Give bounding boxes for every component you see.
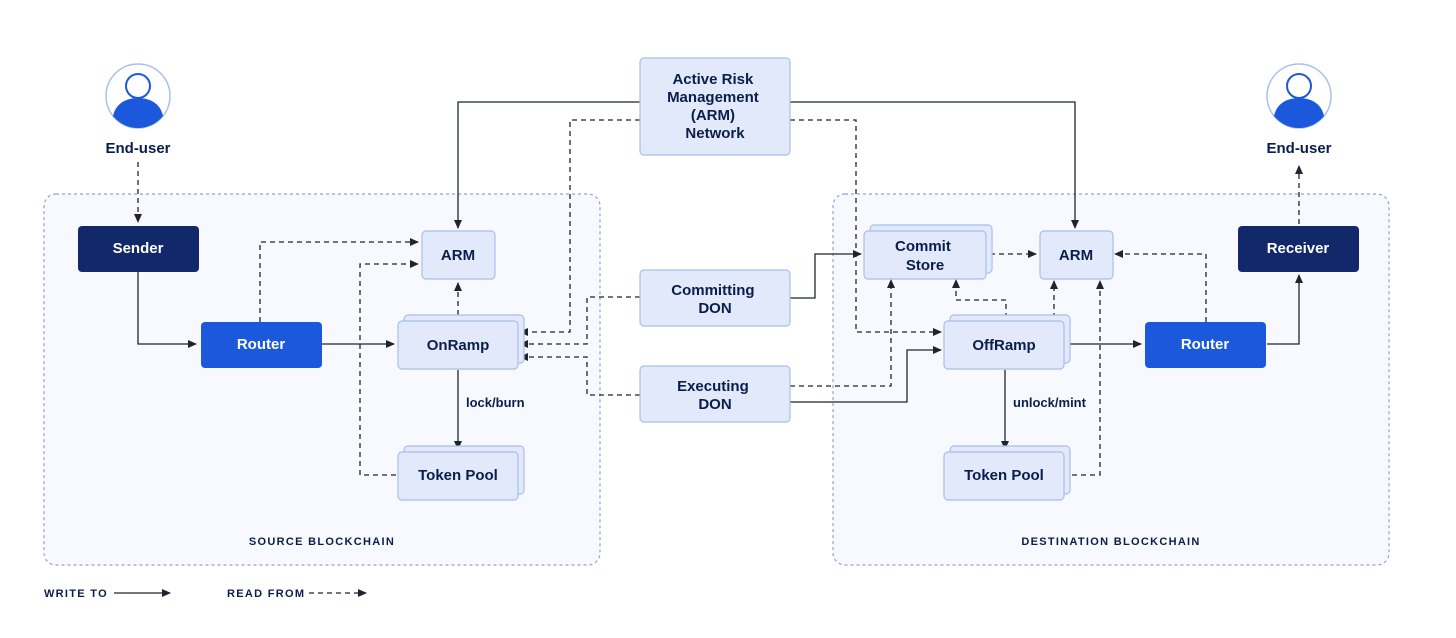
tokenpool-read-arm-arrow	[359, 260, 419, 476]
user-avatar-icon	[105, 63, 171, 129]
source-router-box: Router	[201, 322, 322, 368]
onramp-box: OnRamp	[397, 314, 525, 370]
executing-read-onramp-arrow	[519, 353, 640, 396]
receiver-label: Receiver	[1267, 240, 1330, 257]
committing-don-label: Committing DON	[671, 282, 759, 317]
executing-don-label: Executing DON	[677, 378, 753, 413]
left-end-user-label: End-user	[105, 140, 170, 157]
dest-router-box: Router	[1145, 322, 1266, 368]
dest-token-pool-label: Token Pool	[964, 467, 1044, 484]
sender-label: Sender	[113, 240, 164, 257]
armnet-read-offramp-arrow	[790, 119, 942, 336]
source-blockchain-label: SOURCE BLOCKCHAIN	[249, 536, 395, 548]
executing-read-commitstore-arrow	[790, 279, 895, 387]
source-token-pool-box: Token Pool	[397, 445, 525, 501]
dest-router-label: Router	[1181, 336, 1229, 353]
commit-store-label: Commit Store	[895, 238, 955, 274]
commit-store-box: Commit Store	[863, 224, 993, 280]
user-avatar-icon	[1266, 63, 1332, 129]
right-end-user-label: End-user	[1266, 140, 1331, 157]
dest-tokenpool-read-arm-arrow	[1072, 280, 1104, 476]
armnet-to-dest-arm-arrow	[790, 101, 1079, 229]
source-router-label: Router	[237, 336, 285, 353]
armnet-to-source-arm-arrow	[454, 101, 640, 229]
offramp-box: OffRamp	[943, 314, 1071, 370]
destination-blockchain-label: DESTINATION BLOCKCHAIN	[1021, 536, 1200, 548]
offramp-read-commitstore-arrow	[952, 279, 1007, 318]
router-to-receiver-arrow	[1267, 274, 1303, 345]
receiver-box: Receiver	[1238, 226, 1359, 272]
legend-read-from-label: READ FROM	[227, 588, 305, 600]
committing-don-box: Committing DON	[639, 269, 791, 327]
dest-token-pool-box: Token Pool	[943, 445, 1071, 501]
executing-don-box: Executing DON	[639, 365, 791, 423]
committing-read-onramp-arrow	[519, 296, 640, 348]
lock-burn-label: lock/burn	[466, 395, 525, 410]
right-end-user: End-user	[1266, 63, 1332, 157]
source-token-pool-label: Token Pool	[418, 467, 498, 484]
sender-box: Sender	[78, 226, 199, 272]
dest-arm-label: ARM	[1059, 247, 1093, 264]
arm-network-box: Active Risk Management (ARM) Network	[639, 57, 791, 156]
arm-network-label: Active Risk Management (ARM) Network	[667, 71, 763, 142]
legend: WRITE TO READ FROM	[44, 588, 367, 600]
armnet-read-onramp-arrow	[519, 119, 640, 336]
committing-to-commitstore-arrow	[790, 250, 862, 299]
legend-write-to-label: WRITE TO	[44, 588, 108, 600]
onramp-label: OnRamp	[427, 337, 490, 354]
source-arm-label: ARM	[441, 247, 475, 264]
dest-arm-box: ARM	[1039, 230, 1114, 280]
sender-to-router-arrow	[137, 272, 197, 348]
unlock-mint-label: unlock/mint	[1013, 395, 1087, 410]
dest-router-read-arm-arrow	[1114, 250, 1207, 322]
source-arm-box: ARM	[421, 230, 496, 280]
offramp-label: OffRamp	[972, 337, 1035, 354]
executing-to-offramp-arrow	[790, 346, 942, 403]
left-end-user: End-user	[105, 63, 171, 157]
